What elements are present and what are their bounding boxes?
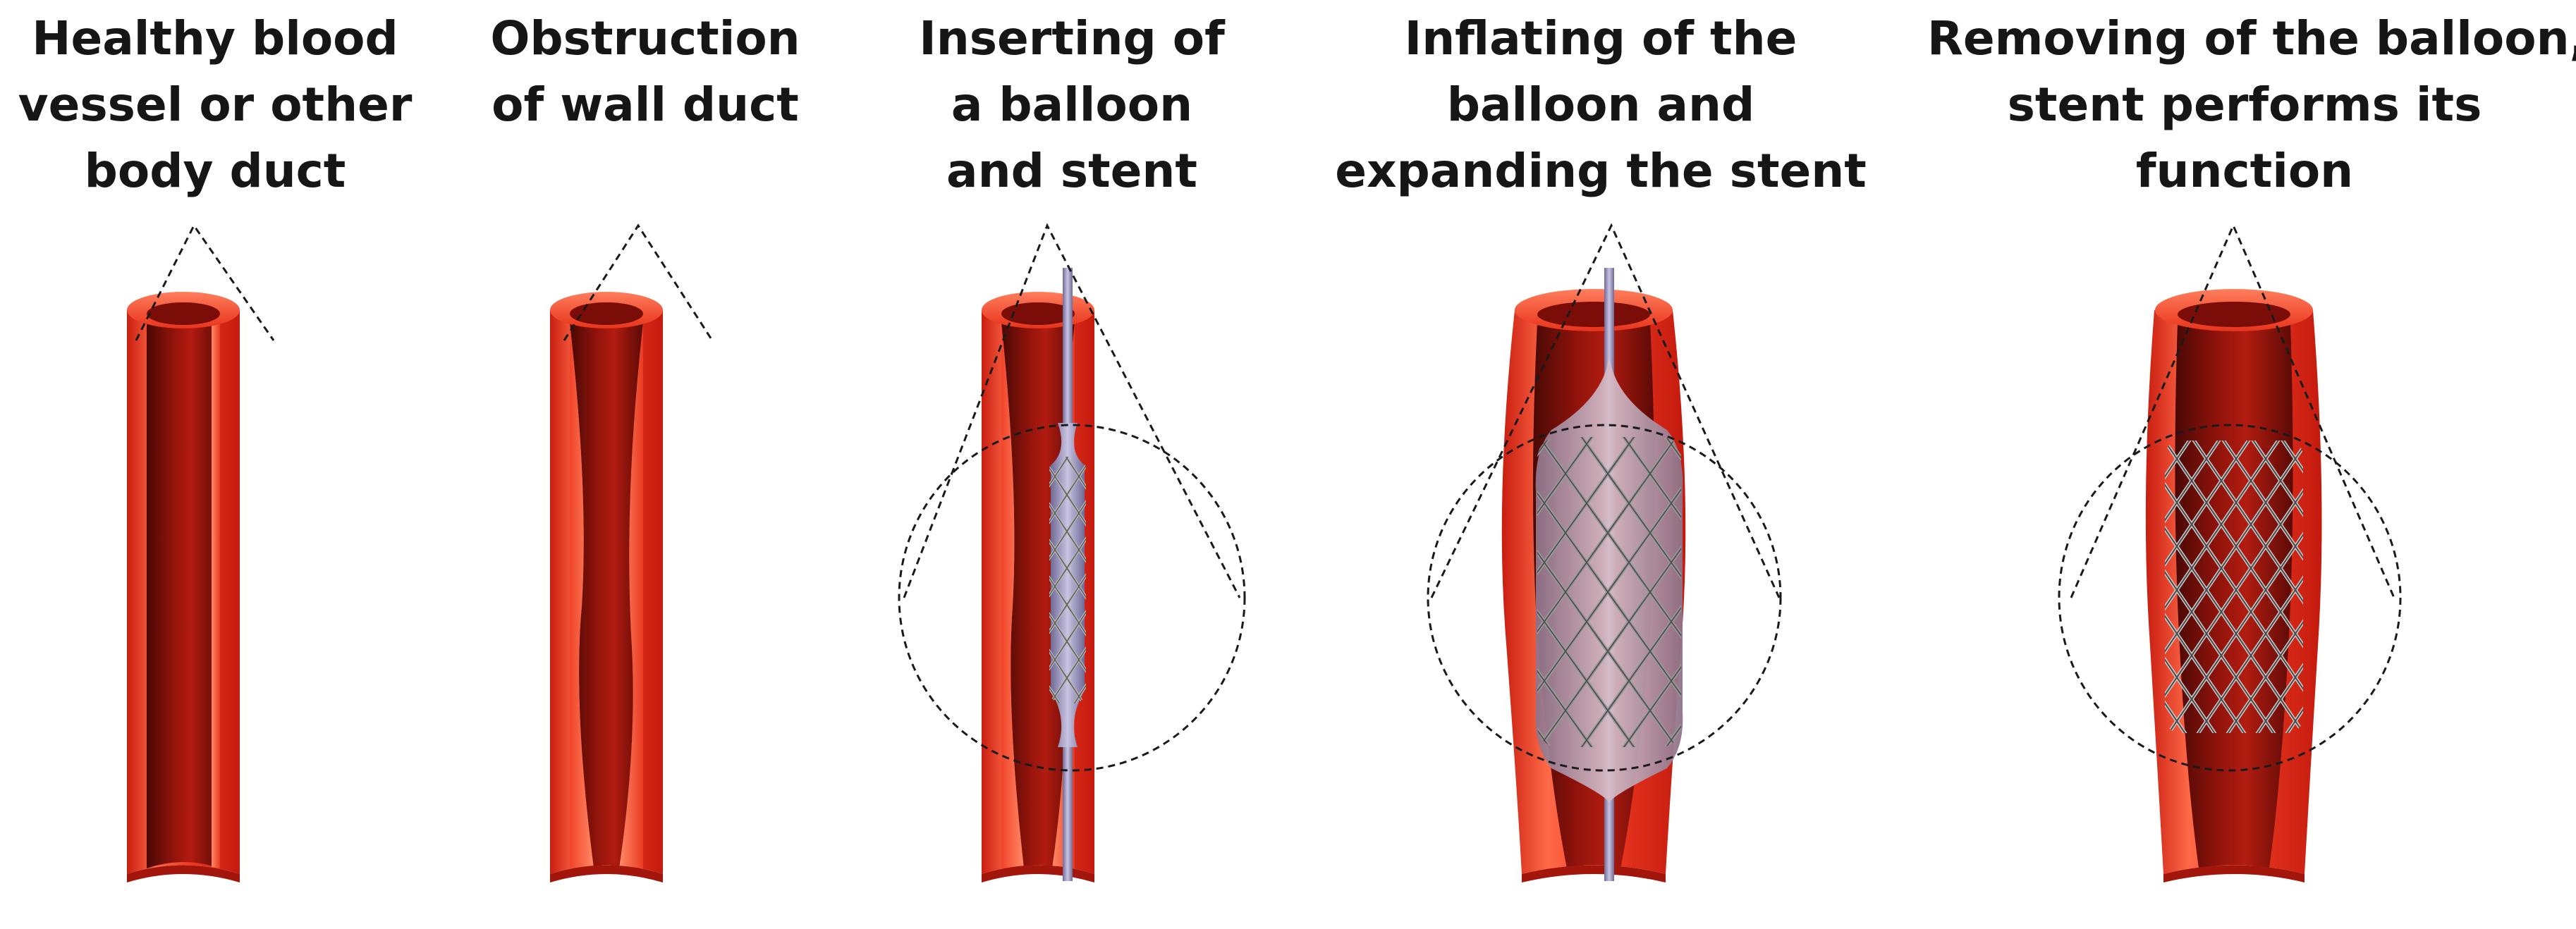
vessel-obstruction (550, 292, 663, 882)
caption-line: a balloon (951, 78, 1193, 132)
callout-lines-obstruction (563, 223, 714, 341)
caption-obstruction: Obstruction of wall duct (342, 6, 948, 138)
callout-removing (2058, 223, 2402, 772)
caption-line: body duct (84, 144, 346, 198)
stent-deployed (2165, 441, 2303, 733)
caption-line: balloon and (1446, 78, 1755, 132)
callout-lines-healthy (135, 223, 275, 341)
caption-line: Healthy blood (32, 11, 398, 66)
caption-line: Inserting of (919, 11, 1225, 66)
caption-healthy: Healthy blood vessel or other body duct (0, 6, 518, 204)
caption-line: Inflating of the (1404, 11, 1797, 66)
caption-line: vessel or other (18, 78, 413, 132)
caption-line: and stent (946, 144, 1197, 198)
vessel-healthy (127, 292, 240, 882)
caption-line: stent performs its (2007, 78, 2482, 132)
callout-inflating (1427, 223, 1782, 772)
caption-inflating: Inflating of the balloon and expanding t… (1298, 6, 1904, 204)
stent-crimped (1049, 457, 1086, 703)
caption-removing: Removing of the balloon, stent performs … (1927, 6, 2576, 204)
caption-line: of wall duct (492, 78, 799, 132)
caption-line: Obstruction (490, 11, 800, 66)
callout-inserting (898, 223, 1246, 772)
caption-inserting: Inserting of a balloon and stent (769, 6, 1375, 204)
balloon-inflated (1535, 349, 1683, 804)
caption-line: Removing of the balloon, (1927, 11, 2576, 66)
caption-line: expanding the stent (1335, 144, 1867, 198)
caption-line: function (2135, 144, 2354, 198)
